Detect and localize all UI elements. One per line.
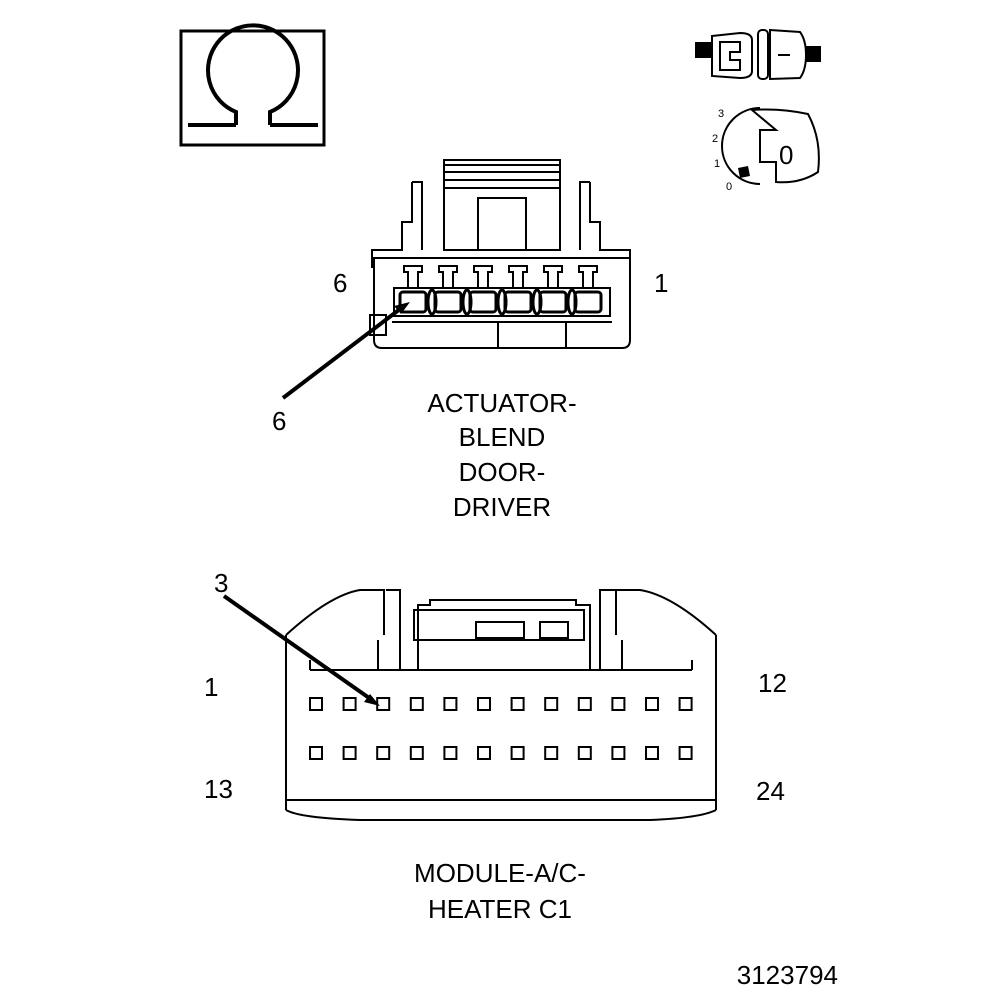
actuator-title: ACTUATOR- BLEND DOOR- DRIVER: [427, 388, 576, 522]
module-pin-cavity: [510, 697, 525, 711]
module-pin-12-label: 12: [758, 668, 787, 698]
actuator-title-line-3: DOOR-: [459, 457, 546, 487]
module-pin-cavity: [309, 697, 323, 711]
ignition-pos-0: 0: [726, 181, 732, 193]
module-callout-arrow: [222, 594, 374, 702]
actuator-cavity-divider: [461, 288, 473, 316]
module-connector: [285, 589, 717, 821]
actuator-callout-arrow: [281, 304, 406, 400]
module-pin-cavity: [611, 746, 626, 760]
actuator-cavity: [398, 290, 428, 314]
module-pin-cavity: [544, 697, 559, 711]
actuator-terminal: [403, 265, 423, 289]
module-pin-1-label: 1: [204, 672, 218, 702]
module-pin-cavity: [645, 697, 659, 711]
disconnected-connector-icon: [695, 28, 821, 81]
module-pin-cavity: [577, 746, 592, 760]
module-callout-label: 3: [214, 568, 228, 598]
actuator-pin-row: [398, 265, 603, 316]
actuator-terminal: [508, 265, 528, 289]
actuator-terminal: [578, 265, 598, 289]
actuator-cavity: [503, 290, 533, 314]
actuator-terminal: [438, 265, 458, 289]
module-title-line-2: HEATER C1: [428, 894, 572, 924]
module-pin-cavity: [376, 746, 391, 760]
ignition-key-icon: 0 3 2 1 0: [712, 107, 820, 193]
module-pin-cavity: [376, 697, 391, 711]
module-pin-cavity: [443, 746, 458, 760]
module-pin-cavity: [611, 697, 626, 711]
actuator-cavity: [468, 290, 498, 314]
module-pin-cavity: [678, 746, 693, 760]
module-pin-cavity: [409, 697, 424, 711]
ignition-pos-1: 1: [714, 158, 720, 170]
module-pin-cavity: [645, 746, 659, 760]
module-pin-cavity: [477, 697, 491, 711]
module-pin-cavity: [544, 746, 559, 760]
figure-id: 3123794: [737, 960, 838, 990]
module-pin-cavity: [678, 697, 693, 711]
module-pin-13-label: 13: [204, 774, 233, 804]
ignition-pos-3: 3: [718, 108, 724, 120]
actuator-arrowhead: [394, 302, 410, 314]
actuator-cavity-divider: [426, 288, 438, 316]
module-title-line-1: MODULE-A/C-: [414, 858, 586, 888]
actuator-terminal: [543, 265, 563, 289]
module-arrowhead: [364, 694, 380, 706]
key-position-label: 0: [779, 140, 793, 170]
actuator-callout-label: 6: [272, 406, 286, 436]
actuator-cavity: [573, 290, 603, 314]
module-pin-cavity: [309, 746, 323, 760]
module-pin-cavity: [577, 697, 592, 711]
module-pin-cavity: [409, 746, 424, 760]
actuator-pin-1-label: 1: [654, 268, 668, 298]
module-pin-cavity: [510, 746, 525, 760]
ignition-pos-2: 2: [712, 133, 718, 145]
module-pin-cavity: [477, 746, 491, 760]
actuator-cavity-divider: [496, 288, 508, 316]
ohmmeter-icon: [179, 23, 326, 147]
actuator-cavity: [538, 290, 568, 314]
actuator-connector: [369, 159, 631, 349]
module-pin-cavity: [342, 697, 357, 711]
actuator-title-line-4: DRIVER: [453, 492, 551, 522]
module-pin-grid: [309, 697, 693, 760]
actuator-title-line-1: ACTUATOR-: [427, 388, 576, 418]
actuator-cavity-divider: [566, 288, 578, 316]
actuator-pin-6-label: 6: [333, 268, 347, 298]
actuator-cavity: [433, 290, 463, 314]
module-pin-cavity: [342, 746, 357, 760]
actuator-terminal: [473, 265, 493, 289]
actuator-title-line-2: BLEND: [459, 422, 546, 452]
module-pin-24-label: 24: [756, 776, 785, 806]
actuator-cavity-divider: [531, 288, 543, 316]
module-pin-cavity: [443, 697, 458, 711]
module-title: MODULE-A/C- HEATER C1: [414, 858, 586, 924]
